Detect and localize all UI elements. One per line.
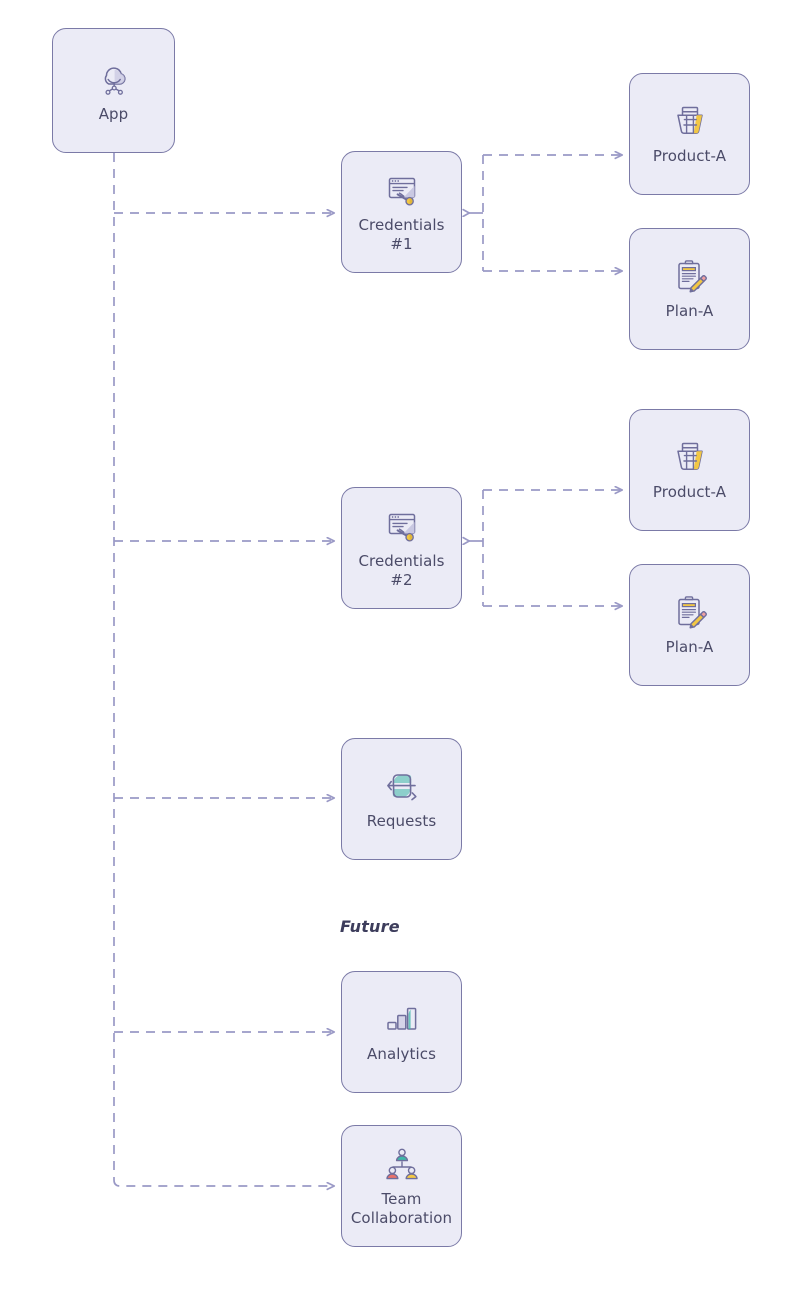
node-analytics-label: Analytics xyxy=(366,1045,436,1063)
node-app[interactable]: App xyxy=(52,28,175,153)
shopping-basket-icon xyxy=(671,438,709,476)
browser-key-icon xyxy=(383,171,421,209)
node-credentials-1-label: Credentials #1 xyxy=(358,215,445,253)
node-plan-a-1-label: Plan-A xyxy=(665,302,714,320)
node-plan-a-1[interactable]: Plan-A xyxy=(629,228,750,350)
node-app-label: App xyxy=(98,104,129,123)
sync-arrows-icon xyxy=(383,767,421,805)
node-product-a-1[interactable]: Product-A xyxy=(629,73,750,195)
node-requests-label: Requests xyxy=(366,812,437,830)
node-product-a-1-label: Product-A xyxy=(652,147,727,165)
team-people-icon xyxy=(383,1145,421,1183)
node-plan-a-2-label: Plan-A xyxy=(665,638,714,656)
clipboard-pencil-icon xyxy=(671,257,709,295)
shopping-basket-icon xyxy=(671,102,709,140)
section-label-future: Future xyxy=(340,917,400,936)
node-product-a-2[interactable]: Product-A xyxy=(629,409,750,531)
clipboard-pencil-icon xyxy=(671,593,709,631)
node-product-a-2-label: Product-A xyxy=(652,483,727,501)
node-team-collaboration[interactable]: Team Collaboration xyxy=(341,1125,462,1247)
node-analytics[interactable]: Analytics xyxy=(341,971,462,1093)
node-credentials-2[interactable]: Credentials #2 xyxy=(341,487,462,609)
node-credentials-2-label: Credentials #2 xyxy=(358,551,445,589)
node-plan-a-2[interactable]: Plan-A xyxy=(629,564,750,686)
browser-key-icon xyxy=(383,507,421,545)
node-team-collaboration-label: Team Collaboration xyxy=(350,1189,453,1227)
node-requests[interactable]: Requests xyxy=(341,738,462,860)
cloud-network-icon xyxy=(94,58,134,98)
node-credentials-1[interactable]: Credentials #1 xyxy=(341,151,462,273)
bar-chart-icon xyxy=(383,1000,421,1038)
